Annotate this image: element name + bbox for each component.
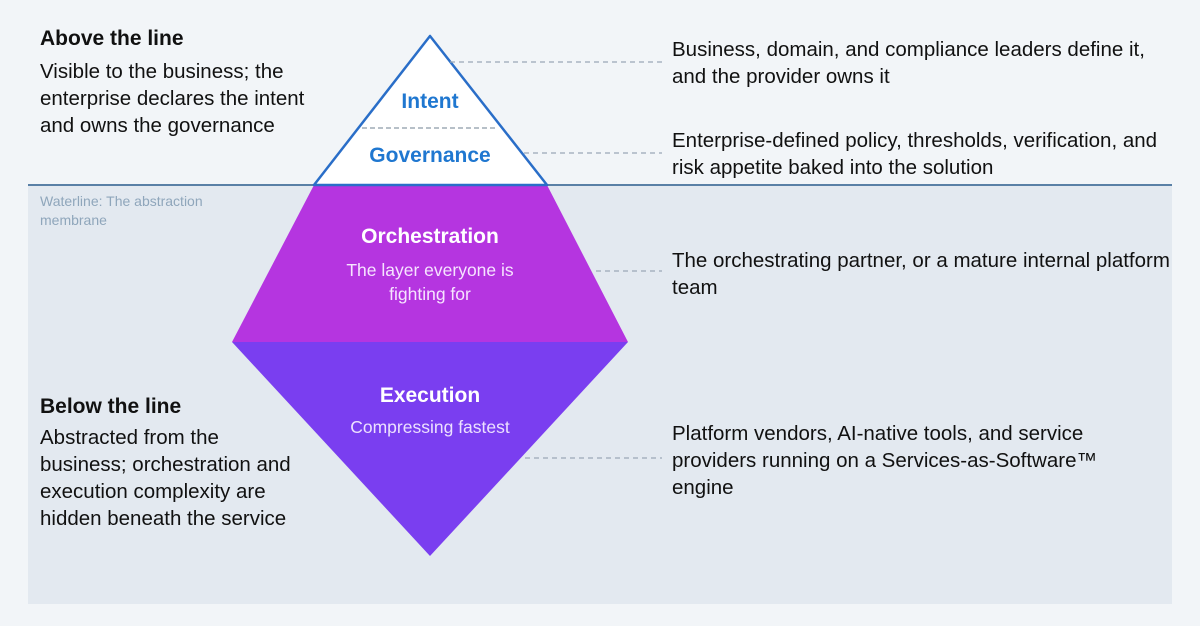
- intent-label: Intent: [401, 90, 458, 113]
- execution-note: Platform vendors, AI-native tools, and s…: [672, 422, 1097, 499]
- orchestration-label: Orchestration: [361, 225, 499, 248]
- governance-label: Governance: [369, 144, 490, 167]
- orchestration-subtitle: The layer everyone is fighting for: [346, 260, 514, 304]
- above-description: Visible to the business; the enterprise …: [40, 60, 305, 137]
- execution-layer-shape: [232, 342, 628, 556]
- below-description: Abstracted from the business; orchestrat…: [40, 426, 291, 530]
- execution-subtitle: Compressing fastest: [350, 417, 510, 437]
- governance-note: Enterprise-defined policy, thresholds, v…: [672, 129, 1158, 179]
- orchestration-note: The orchestrating partner, or a mature i…: [672, 249, 1170, 299]
- waterline: [28, 184, 1172, 186]
- above-the-line-panel: [28, 0, 1172, 185]
- orchestration-layer-shape: [232, 185, 628, 342]
- waterline-label: Waterline: The abstraction membrane: [40, 193, 203, 228]
- below-heading: Below the line: [40, 395, 182, 418]
- intent-governance-tip-shape: [312, 34, 549, 187]
- above-heading: Above the line: [40, 27, 184, 50]
- below-the-line-panel: [28, 185, 1172, 604]
- execution-label: Execution: [380, 384, 480, 407]
- intent-note: Business, domain, and compliance leaders…: [672, 38, 1145, 88]
